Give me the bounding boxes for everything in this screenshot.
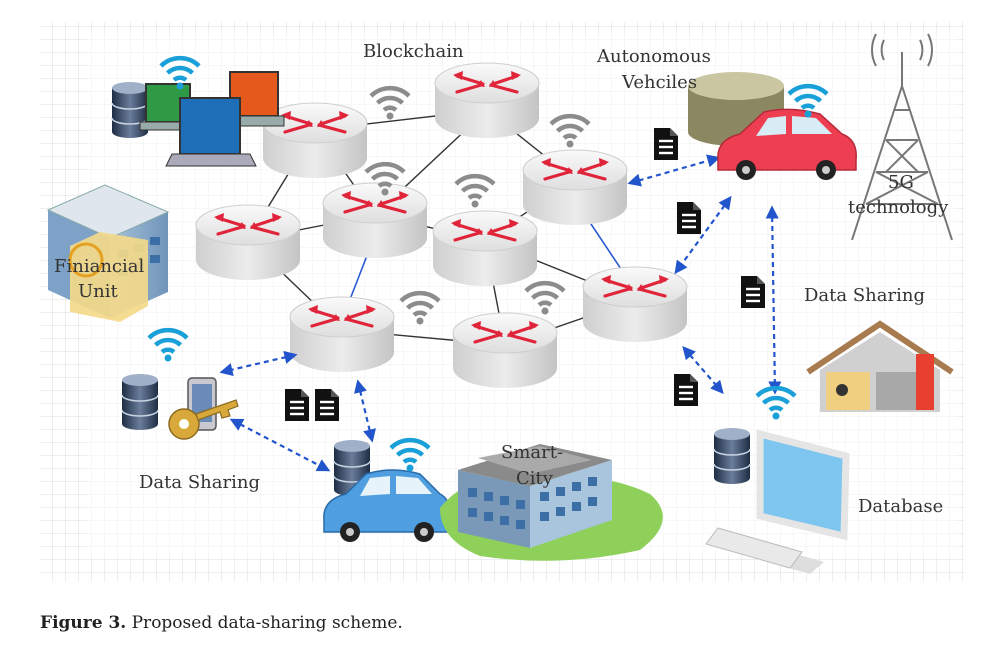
database-group — [705, 427, 850, 574]
smart-city-label-line2: City — [516, 468, 554, 489]
router-icon — [288, 295, 396, 374]
document-icon — [739, 274, 767, 310]
database-icon — [713, 427, 751, 485]
car-icon — [323, 469, 452, 542]
building-icon — [46, 184, 170, 322]
data-sharing-links — [219, 154, 782, 472]
financial-unit-label-line1: Finiancial — [54, 256, 144, 277]
smart-city-label-line1: Smart- — [501, 442, 563, 463]
key-icon — [168, 399, 239, 440]
database-label: Database — [858, 496, 943, 517]
data-sharing-left-label: Data Sharing — [139, 472, 260, 493]
connected-car-group — [323, 439, 452, 542]
document-icon — [672, 372, 700, 408]
financial-unit-label-line2: Unit — [78, 281, 119, 302]
financial-unit-group — [46, 71, 285, 322]
autonomous-vehicles-label-line1: Autonomous — [596, 46, 711, 67]
router-icon — [451, 311, 559, 390]
blockchain-label: Blockchain — [363, 41, 464, 62]
figure-caption-text: Proposed data-sharing scheme. — [126, 613, 403, 633]
document-icon — [675, 200, 703, 236]
fiveg-label-line2: technology — [848, 197, 949, 218]
figure-caption-prefix: Figure 3. — [40, 613, 127, 633]
fiveg-label-line1: 5G — [888, 172, 914, 193]
router-icon — [521, 148, 629, 227]
laptop-icon — [165, 97, 257, 167]
smart-city-building-icon — [440, 444, 663, 561]
router-icon — [194, 203, 302, 282]
document-icon — [652, 126, 680, 162]
tower-icon — [851, 33, 953, 241]
monitor-icon — [705, 429, 850, 574]
document-icon — [283, 387, 311, 423]
figure-caption: Figure 3. Proposed data-sharing scheme. — [40, 613, 403, 633]
router-icon — [433, 61, 541, 140]
router-icon — [431, 209, 539, 288]
autonomous-vehicle-group — [688, 72, 857, 180]
house-icon — [806, 320, 954, 412]
secure-storage-group — [121, 373, 239, 440]
router-icon — [581, 265, 689, 344]
database-icon — [121, 373, 159, 431]
autonomous-vehicles-label-line2: Vehciles — [621, 72, 697, 93]
data-sharing-right-label: Data Sharing — [804, 285, 925, 306]
document-icon — [313, 387, 341, 423]
car-icon — [717, 108, 857, 180]
router-icon — [321, 181, 429, 260]
